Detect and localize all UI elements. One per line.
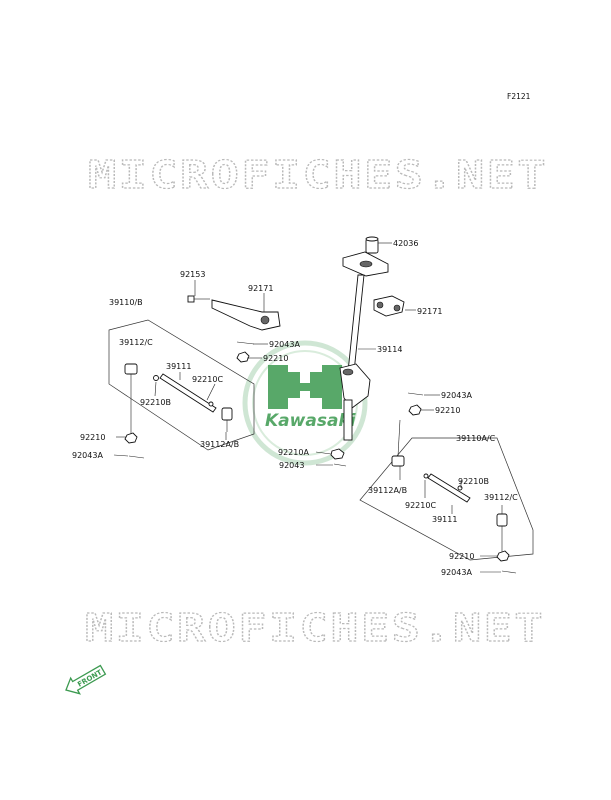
label-92210c-right: 92210C	[405, 501, 436, 510]
label-92210-center: 92210	[263, 354, 288, 363]
label-39112ab-left: 39112A/B	[200, 440, 239, 449]
label-92210-right-top: 92210	[435, 406, 460, 415]
label-39112-c-left: 39112/C	[119, 338, 153, 347]
watermark-bottom: MICROFICHES.NET	[85, 606, 545, 650]
label-92043a-left-bottom: 92043A	[72, 451, 103, 460]
label-92043a-right-bottom: 92043A	[441, 568, 472, 577]
label-39112ab-right: 39112A/B	[368, 486, 407, 495]
label-39111-right: 39111	[432, 515, 457, 524]
label-39110-b: 39110/B	[109, 298, 143, 307]
kawasaki-logo: Kawasaki	[242, 340, 368, 466]
watermark-top: MICROFICHES.NET	[88, 153, 548, 197]
part-labels: 42036 92153 92171 92171 39110/B 92043A 3…	[72, 239, 518, 577]
label-92210c-left: 92210C	[192, 375, 223, 384]
figure-code: F2121	[507, 92, 531, 101]
label-92210b-right: 92210B	[458, 477, 489, 486]
label-92210b-left: 92210B	[140, 398, 171, 407]
label-39110a-c: 39110A/C	[456, 434, 496, 443]
label-39111-left: 39111	[166, 362, 191, 371]
label-92210a: 92210A	[278, 448, 309, 457]
label-92210-left-bottom: 92210	[80, 433, 105, 442]
label-92210-right-bottom: 92210	[449, 552, 474, 561]
label-92153: 92153	[180, 270, 205, 279]
label-92171-right: 92171	[417, 307, 442, 316]
left-tie-rod-parts	[108, 319, 255, 459]
right-tie-rod-parts	[359, 392, 534, 574]
steering-column-parts	[187, 236, 405, 467]
leader-lines	[113, 242, 503, 573]
label-39114: 39114	[377, 345, 402, 354]
label-42036: 42036	[393, 239, 418, 248]
label-39112c-right: 39112/C	[484, 493, 518, 502]
label-92043: 92043	[279, 461, 304, 470]
brand-text: Kawasaki	[265, 411, 357, 431]
label-92043a-center: 92043A	[269, 340, 300, 349]
label-92171-left: 92171	[248, 284, 273, 293]
front-arrow-icon: FRONT	[65, 664, 107, 695]
label-92043a-right-top: 92043A	[441, 391, 472, 400]
